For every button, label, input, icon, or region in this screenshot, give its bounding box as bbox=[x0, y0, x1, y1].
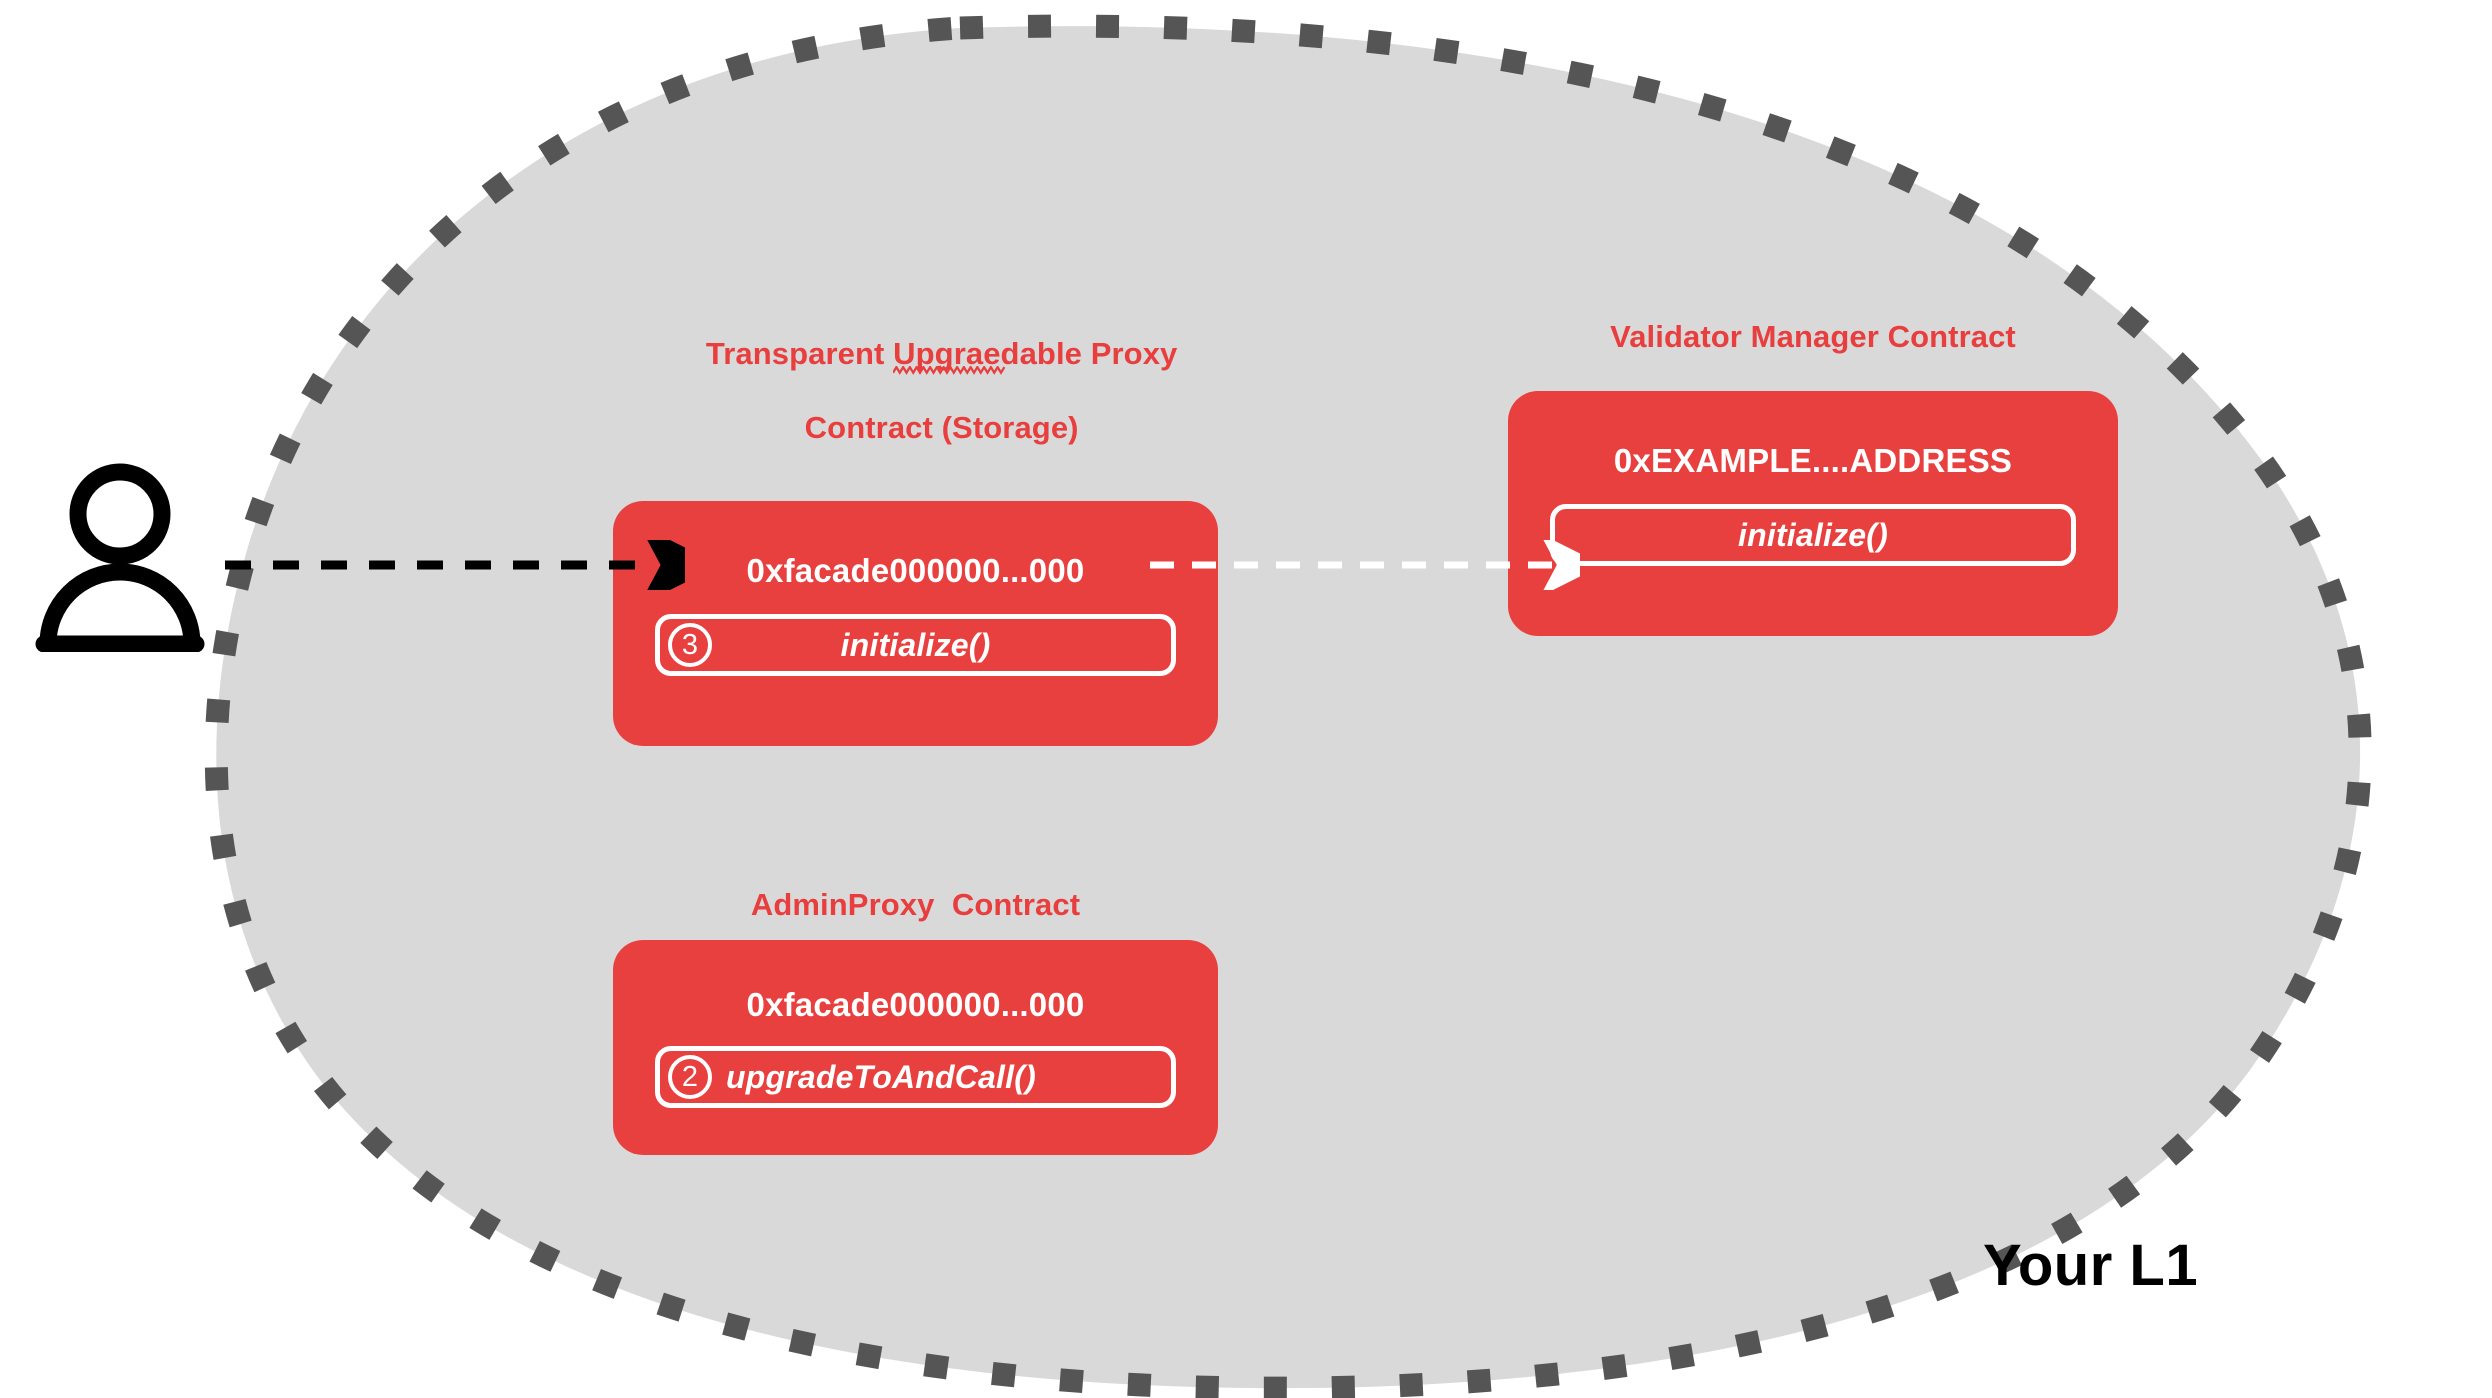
method-label-initialize: initialize() bbox=[840, 626, 991, 663]
title-segment-pre: Transparent bbox=[705, 336, 894, 371]
method-pill-upgrade-to-and-call[interactable]: 2 upgradeToAndCall() bbox=[655, 1046, 1176, 1108]
method-label-initialize-vm: initialize() bbox=[1738, 516, 1888, 553]
spellcheck-squiggle-icon bbox=[893, 366, 1006, 375]
user-icon bbox=[35, 463, 205, 652]
contract-box-admin-proxy[interactable]: 0xfacade000000...000 2 upgradeToAndCall(… bbox=[613, 940, 1218, 1155]
title-line-2: Contract (Storage) bbox=[804, 410, 1079, 445]
contract-validator-manager: Validator Manager Contract 0xEXAMPLE....… bbox=[1508, 318, 2118, 636]
method-label-upgrade-to-and-call: upgradeToAndCall() bbox=[726, 1058, 1036, 1095]
step-badge-3: 3 bbox=[668, 623, 712, 667]
contract-address-transparent-proxy: 0xfacade000000...000 bbox=[746, 552, 1085, 589]
contract-address-validator-manager: 0xEXAMPLE....ADDRESS bbox=[1613, 442, 2013, 479]
method-pill-initialize-proxy[interactable]: 3 initialize() bbox=[655, 614, 1176, 676]
contract-title-admin-proxy: AdminProxy Contract bbox=[750, 887, 1081, 922]
contract-box-validator-manager[interactable]: 0xEXAMPLE....ADDRESS initialize() bbox=[1508, 391, 2118, 636]
method-pill-initialize-validator-manager[interactable]: initialize() bbox=[1550, 504, 2076, 566]
title-segment-misspelled: Upgraedable bbox=[893, 336, 1083, 371]
title-segment-post: Proxy bbox=[1082, 336, 1178, 371]
l1-network-fill bbox=[216, 26, 2361, 1389]
contract-admin-proxy: AdminProxy Contract 0xfacade000000...000… bbox=[613, 886, 1218, 1155]
l1-network-label: Your L1 bbox=[1983, 1233, 2199, 1298]
misspelled-word-upgraedable: Upgraedable bbox=[893, 335, 1083, 375]
contract-title-validator-manager: Validator Manager Contract bbox=[1610, 319, 2016, 354]
l1-network-dashed-border bbox=[204, 14, 2372, 1398]
contract-title-transparent-proxy: Transparent Upgraedable Proxy Contract (… bbox=[613, 298, 1218, 483]
step-badge-2: 2 bbox=[668, 1055, 712, 1099]
contract-address-admin-proxy: 0xfacade000000...000 bbox=[746, 986, 1085, 1023]
contract-transparent-upgradeable-proxy: Transparent Upgraedable Proxy Contract (… bbox=[613, 298, 1218, 746]
contract-box-transparent-proxy[interactable]: 0xfacade000000...000 3 initialize() bbox=[613, 501, 1218, 746]
